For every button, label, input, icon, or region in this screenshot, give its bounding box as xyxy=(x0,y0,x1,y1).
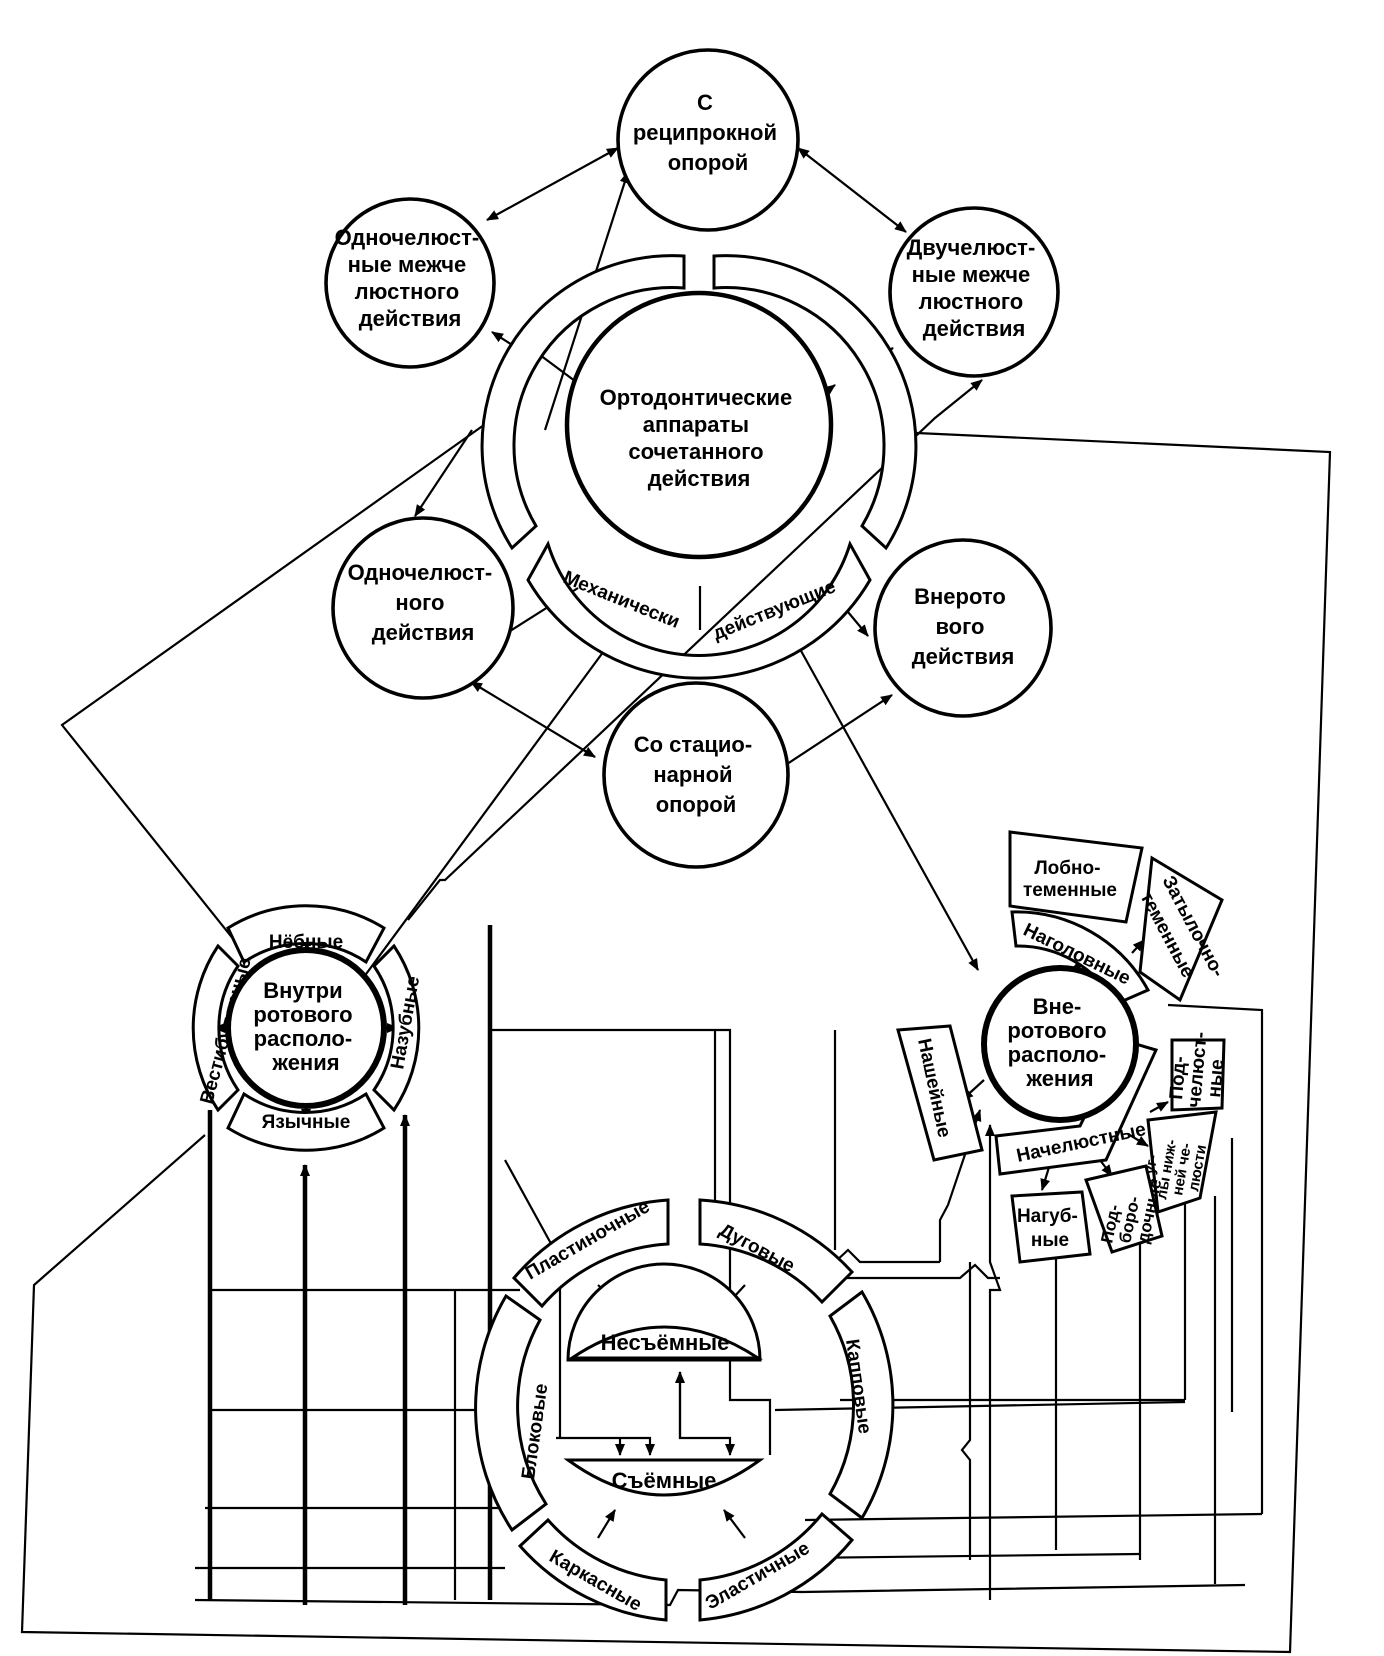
arrow-frame-removable xyxy=(597,1509,616,1539)
segment-palatal xyxy=(226,904,386,965)
node-two-jaw-inter-label: Двучелюст- ные межче люстного действия xyxy=(907,235,1042,341)
segment-lip-label: Нагуб- ные xyxy=(1017,1206,1083,1251)
arrow-jaw-angle xyxy=(1127,1133,1149,1147)
segment-mandible-angle xyxy=(1146,1110,1218,1215)
frame-right xyxy=(20,430,1332,1654)
segment-arch xyxy=(698,1198,855,1305)
segment-neck xyxy=(896,1024,984,1162)
bus-vertical-9 xyxy=(985,1124,1002,1600)
line-arch-block xyxy=(556,1436,655,1456)
segment-lip xyxy=(1010,1190,1092,1264)
node-extraoral xyxy=(981,965,1139,1123)
segment-cap xyxy=(828,1289,895,1521)
removable-cluster: Пластиночные Дуговые Блоковые Капповые К… xyxy=(474,1196,895,1622)
segment-lingual-label: Язычные xyxy=(262,1112,351,1133)
segment-plate xyxy=(511,1198,670,1309)
grid-line-9 xyxy=(194,1583,1246,1607)
extraoral-cluster: Лобно- теменные Затылочно- теменные Наго… xyxy=(896,830,1228,1264)
node-stationary-label: Со стацио- нарной опорой xyxy=(634,732,759,817)
node-intraoral xyxy=(225,947,387,1109)
line-fixed-to-removable xyxy=(678,1372,735,1456)
segment-dental xyxy=(372,943,421,1113)
grid-line-4 xyxy=(774,1400,1186,1412)
segment-head xyxy=(1010,910,1151,1006)
arrow-mech-to-extraoral xyxy=(794,639,979,971)
node-one-jaw-label: Одночелюст- ного действия xyxy=(348,560,499,645)
line-dental-to-removable xyxy=(490,1028,772,1455)
node-reciprocal-label: С реципрокной опорой xyxy=(633,90,783,175)
segment-vestibular xyxy=(191,943,240,1113)
node-fixed-label: Несъёмные xyxy=(601,1330,730,1355)
node-center xyxy=(564,290,834,560)
node-removable xyxy=(563,1458,765,1497)
node-one-jaw xyxy=(331,516,515,700)
node-removable-label: Съёмные xyxy=(612,1468,717,1493)
center-ring-left xyxy=(480,254,686,551)
arrow-jaw-submandibular xyxy=(1149,1101,1169,1113)
arrow-one-jaw-inter-reciprocal xyxy=(486,147,619,221)
segment-forehead-label: Лобно- теменные xyxy=(1023,858,1117,901)
arrow-to-one-jaw xyxy=(414,429,473,517)
node-fixed-body xyxy=(567,1325,764,1360)
segment-occipital xyxy=(1138,855,1224,1003)
line-to-two-jaw-inter xyxy=(407,379,983,921)
segment-frame xyxy=(517,1517,668,1622)
node-extraoral-label: Вне- ротового располо- жения xyxy=(1007,994,1112,1091)
arrow-elastic-removable xyxy=(723,1509,746,1539)
grid-line-2 xyxy=(795,1263,1000,1280)
node-two-jaw-inter xyxy=(888,206,1060,378)
line-extraoral-up xyxy=(938,1109,982,1262)
node-center-label: Ортодонтические аппараты сочетанного дей… xyxy=(600,385,799,491)
segment-block xyxy=(474,1293,549,1533)
segment-submandibular xyxy=(1170,1038,1226,1112)
arrow-one-jaw-stationary xyxy=(470,681,596,758)
bus-vertical-8 xyxy=(960,1262,972,1560)
intraoral-cluster: Нёбные Язычные Вестибулярные Назубные Вн… xyxy=(191,904,424,1152)
node-reciprocal xyxy=(616,48,800,232)
bus-vertical-13 xyxy=(1167,1003,1264,1514)
segment-chin xyxy=(1084,1164,1164,1254)
segment-block-label: Блоковые xyxy=(518,1382,552,1480)
grid-line-6 xyxy=(804,1512,1263,1522)
segment-elastic xyxy=(698,1511,855,1622)
segment-lingual xyxy=(226,1091,386,1152)
segment-submandibular-label-3: ные xyxy=(1204,1058,1228,1098)
arrow-mech-to-intraoral xyxy=(357,639,613,986)
segment-submandibular-label: Под- xyxy=(1166,1055,1191,1100)
mechanical-band xyxy=(526,540,872,680)
node-one-jaw-inter xyxy=(324,197,496,369)
arrow-reciprocal-two-jaw-inter xyxy=(797,147,907,233)
node-extraoral-action-label: Внерото вого действия xyxy=(912,584,1015,669)
center-ring-right xyxy=(712,254,918,551)
arrow-stationary-extraoral-action xyxy=(777,694,893,771)
node-extraoral-action xyxy=(873,538,1053,718)
node-intraoral-label: Внутри ротового располо- жения xyxy=(253,978,358,1075)
line-ring-to-intraoral xyxy=(60,414,499,961)
node-one-jaw-inter-label: Одночелюст- ные межче люстного действия xyxy=(335,225,486,331)
top-cluster: С реципрокной опорой Одночелюст- ные меж… xyxy=(324,48,1060,869)
node-stationary xyxy=(602,681,790,869)
segment-forehead xyxy=(1008,830,1144,924)
segment-palatal-label: Нёбные xyxy=(269,932,343,953)
